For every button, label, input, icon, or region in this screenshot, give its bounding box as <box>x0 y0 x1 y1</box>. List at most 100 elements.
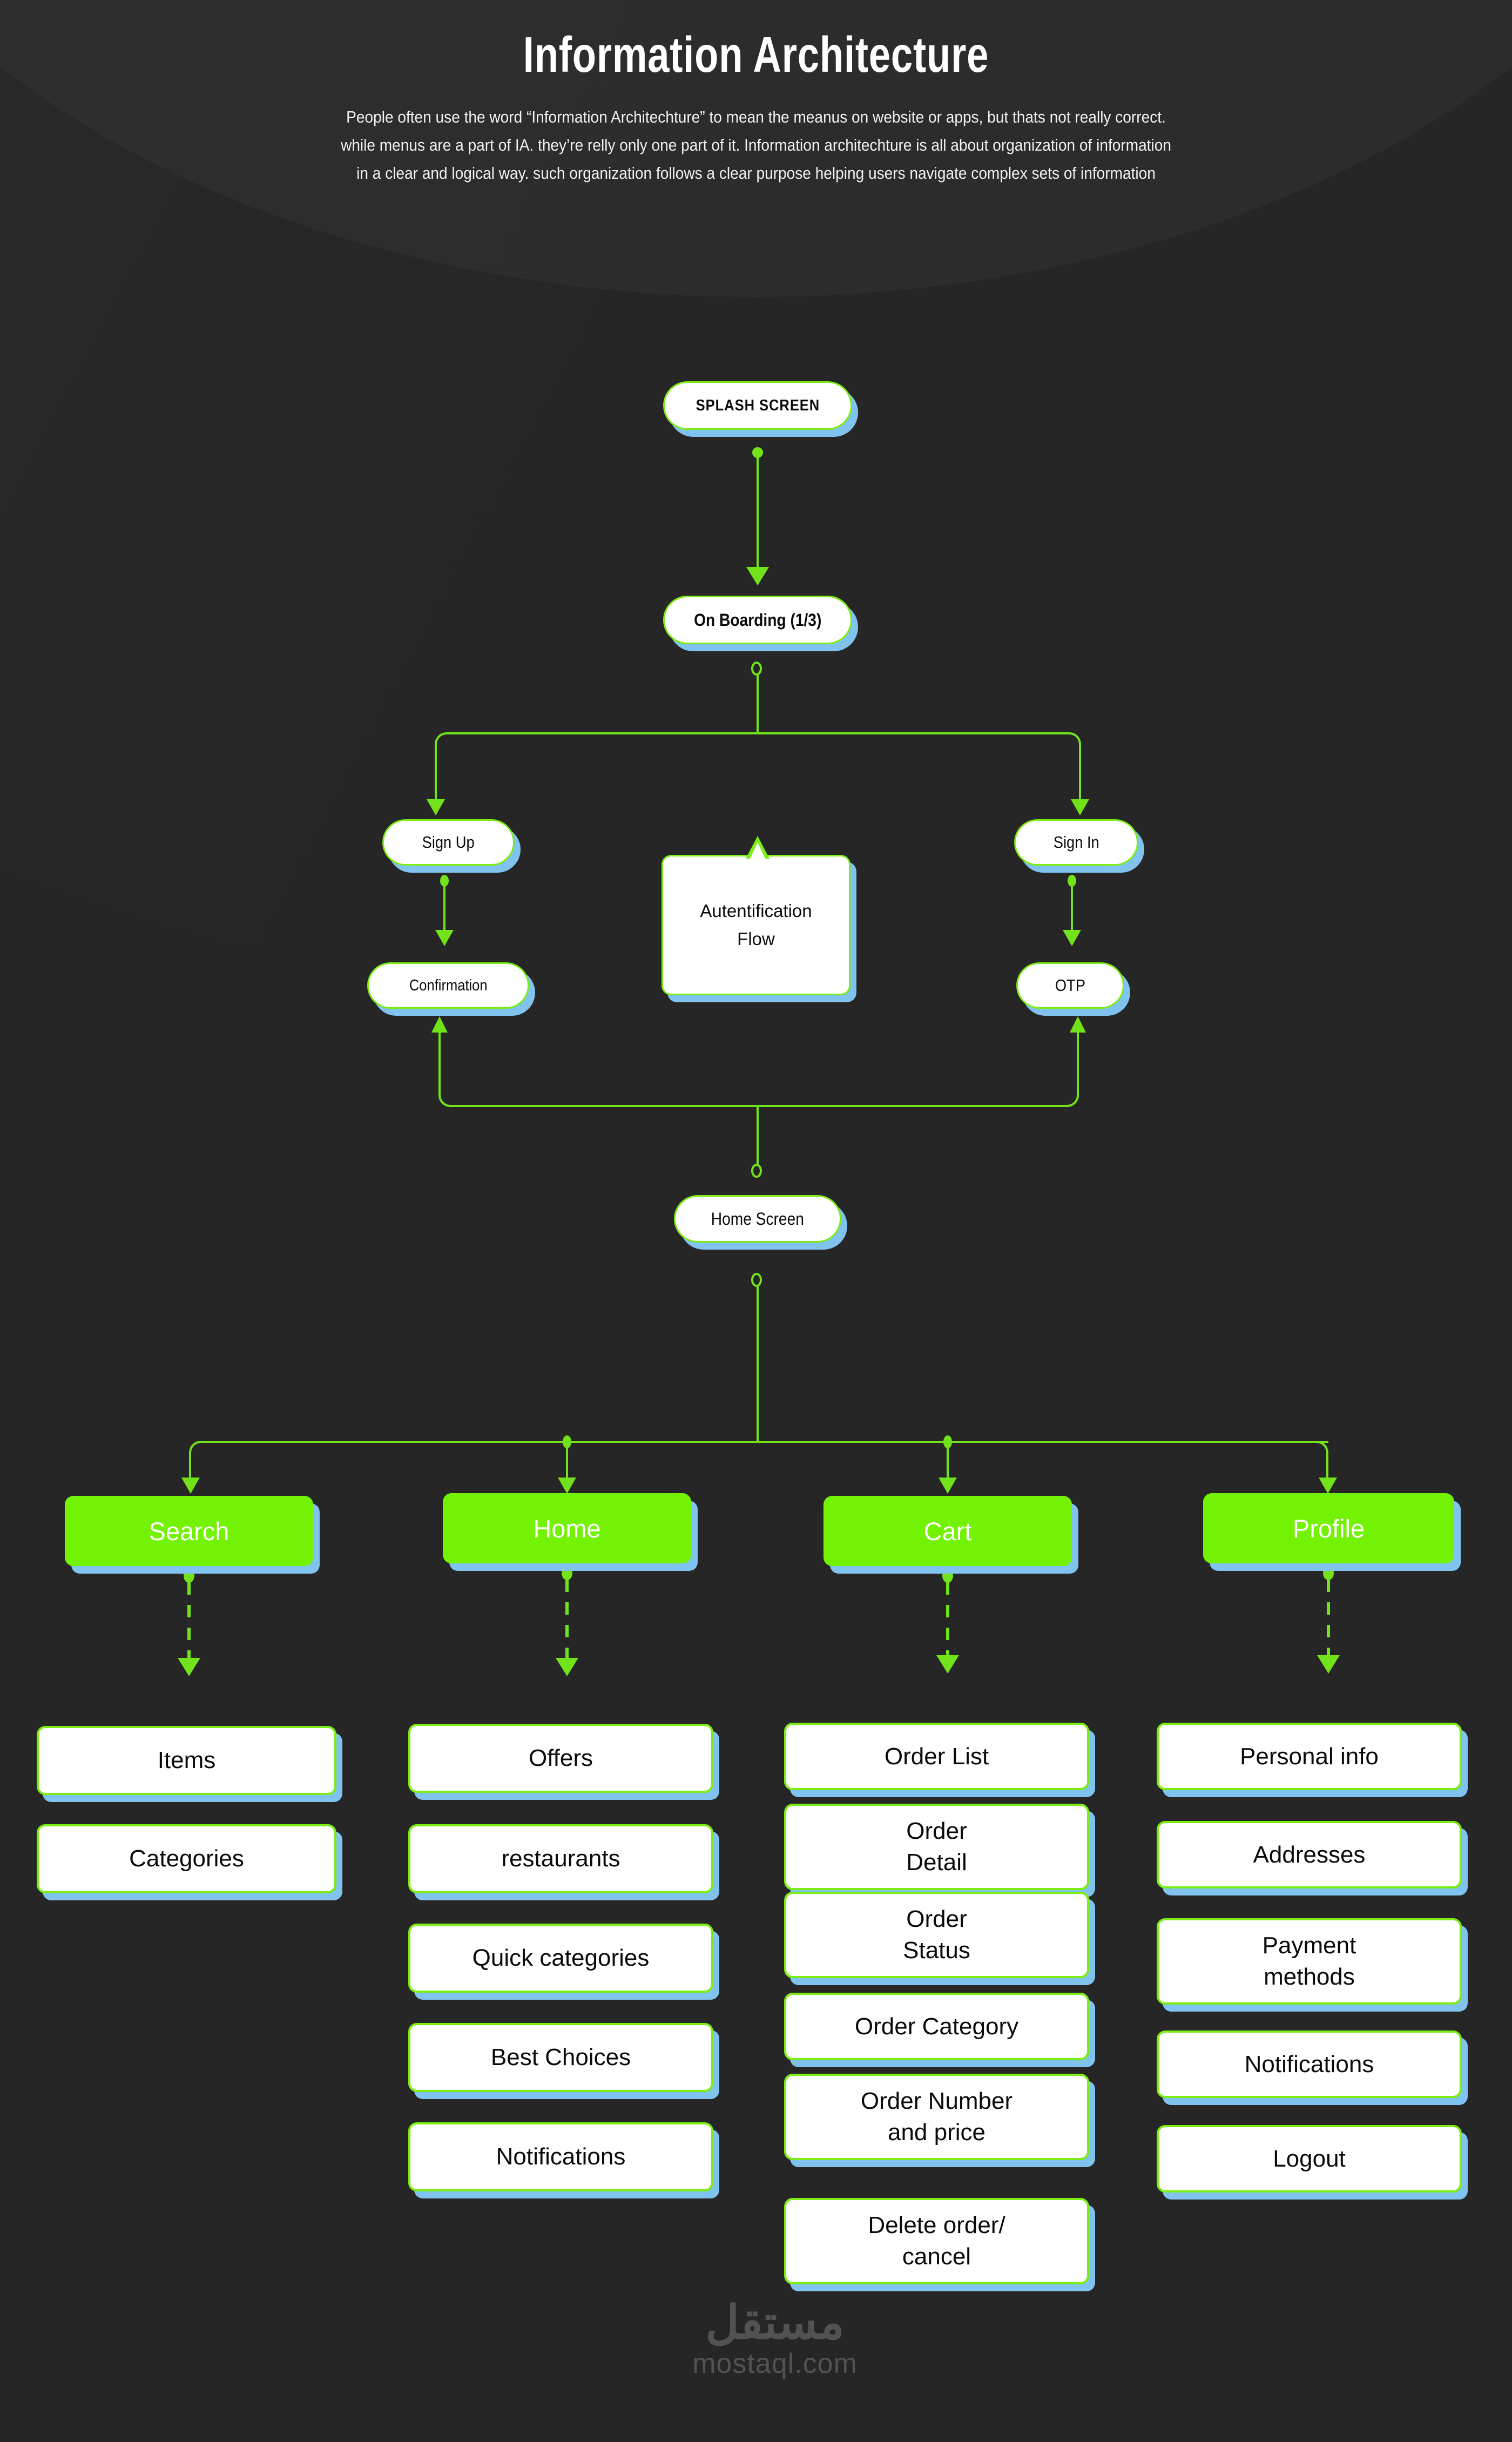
leaf-card[interactable]: Personal info <box>1157 1723 1462 1790</box>
node-label: Confirmation <box>409 976 488 994</box>
connector-line <box>438 1031 441 1088</box>
connector-dot <box>1323 1566 1334 1580</box>
leaf-card[interactable]: Notifications <box>1157 2030 1462 2098</box>
leaf-label: Items <box>157 1747 216 1773</box>
connector-dot <box>942 1569 953 1583</box>
leaf-label: Best Choices <box>490 2044 631 2070</box>
page-description: People often use the word “Information A… <box>341 108 1171 183</box>
node-label: Sign In <box>1053 833 1099 852</box>
leaf-card[interactable]: Delete order/ cancel <box>784 2198 1089 2284</box>
category-button-cart[interactable]: Cart <box>824 1496 1072 1566</box>
connector-line <box>566 1443 568 1480</box>
leaf-label: Categories <box>129 1845 244 1872</box>
connector-bus <box>208 1441 1328 1443</box>
callout-line-2: Flow <box>737 929 775 949</box>
leaf-card[interactable]: Categories <box>37 1824 336 1893</box>
leaf-card[interactable]: Order Category <box>784 1993 1089 2060</box>
category-button-home[interactable]: Home <box>443 1493 691 1563</box>
category-label: Profile <box>1292 1514 1365 1543</box>
node-onboarding[interactable]: On Boarding (1/3) <box>663 596 852 644</box>
leaf-label: Personal info <box>1240 1743 1379 1770</box>
leaf-label: Delete order/ cancel <box>868 2212 1005 2270</box>
leaf-label: Logout <box>1273 2145 1346 2172</box>
header: Information Architecture People often us… <box>0 0 1512 187</box>
leaf-card[interactable]: Items <box>37 1726 336 1795</box>
node-authentification-flow: Autentification Flow <box>662 855 850 995</box>
leaf-label: Order List <box>884 1743 989 1770</box>
leaf-label: Offers <box>528 1745 593 1771</box>
leaf-label: restaurants <box>501 1845 620 1872</box>
dashed-connector <box>187 1582 191 1661</box>
arrow-down-icon <box>556 1658 578 1676</box>
connector-elbow <box>1059 732 1081 754</box>
callout-pointer-inner <box>748 842 767 862</box>
leaf-card[interactable]: restaurants <box>408 1824 713 1893</box>
node-splash-screen[interactable]: SPLASH SCREEN <box>663 381 852 430</box>
category-label: Home <box>533 1514 601 1543</box>
leaf-card[interactable]: Best Choices <box>408 2023 713 2092</box>
leaf-card[interactable]: Logout <box>1157 2125 1462 2193</box>
leaf-label: Addresses <box>1253 1841 1366 1868</box>
category-button-search[interactable]: Search <box>65 1496 313 1566</box>
connector-dot <box>184 1569 194 1583</box>
node-confirmation[interactable]: Confirmation <box>367 962 529 1009</box>
connector-line <box>757 453 759 569</box>
arrow-down-icon <box>181 1478 200 1494</box>
connector-line <box>443 883 446 933</box>
dashed-connector <box>1327 1580 1330 1658</box>
connector-line <box>757 674 759 733</box>
arrow-down-icon <box>1063 930 1081 946</box>
node-sign-in[interactable]: Sign In <box>1014 819 1138 866</box>
node-sign-up[interactable]: Sign Up <box>382 819 515 866</box>
connector-line <box>1326 1460 1328 1480</box>
node-label: Sign Up <box>422 833 475 852</box>
dashed-connector <box>565 1580 569 1661</box>
leaf-card[interactable]: Order List <box>784 1723 1089 1790</box>
connector-elbow <box>435 732 456 754</box>
connector-elbow <box>189 1441 211 1462</box>
arrow-up-icon <box>1070 1016 1086 1033</box>
arrow-down-icon <box>178 1658 200 1676</box>
leaf-card[interactable]: Payment methods <box>1157 1918 1462 2005</box>
connector-line <box>1077 1031 1079 1088</box>
connector-line <box>435 752 437 801</box>
leaf-card[interactable]: Addresses <box>1157 1821 1462 1888</box>
node-label: OTP <box>1055 976 1086 995</box>
leaf-card[interactable]: Offers <box>408 1724 713 1793</box>
arrow-down-icon <box>939 1478 957 1494</box>
leaf-label: Order Detail <box>906 1818 967 1876</box>
connector-dot <box>943 1435 952 1448</box>
arrow-down-icon <box>427 799 445 815</box>
page-title: Information Architecture <box>523 26 989 83</box>
leaf-label: Order Number and price <box>860 2088 1013 2146</box>
node-otp[interactable]: OTP <box>1016 962 1124 1009</box>
leaf-card[interactable]: Order Detail <box>784 1804 1089 1890</box>
connector-dot <box>562 1566 572 1580</box>
category-label: Search <box>148 1516 230 1546</box>
leaf-label: Payment methods <box>1262 1932 1356 1990</box>
arrow-down-icon <box>746 567 769 585</box>
arrow-down-icon <box>435 930 454 946</box>
arrow-down-icon <box>1319 1478 1337 1494</box>
leaf-card[interactable]: Notifications <box>408 2122 713 2191</box>
connector-line <box>757 1105 759 1165</box>
node-label: On Boarding (1/3) <box>693 610 822 630</box>
leaf-card[interactable]: Quick categories <box>408 1924 713 1993</box>
leaf-label: Notifications <box>496 2143 626 2170</box>
node-label: SPLASH SCREEN <box>696 396 820 414</box>
leaf-label: Quick categories <box>472 1945 650 1971</box>
connector-line <box>1079 752 1081 801</box>
leaf-card[interactable]: Order Number and price <box>784 2074 1089 2160</box>
arrow-down-icon <box>558 1478 576 1494</box>
connector-elbow <box>438 1085 460 1107</box>
arrow-down-icon <box>936 1655 959 1674</box>
connector-line <box>757 1285 759 1442</box>
node-label: Home Screen <box>711 1209 805 1229</box>
connector-dot <box>440 875 449 887</box>
leaf-card[interactable]: Order Status <box>784 1892 1089 1978</box>
leaf-label: Notifications <box>1244 2050 1374 2077</box>
category-button-profile[interactable]: Profile <box>1203 1493 1454 1563</box>
node-home-screen[interactable]: Home Screen <box>674 1195 841 1243</box>
